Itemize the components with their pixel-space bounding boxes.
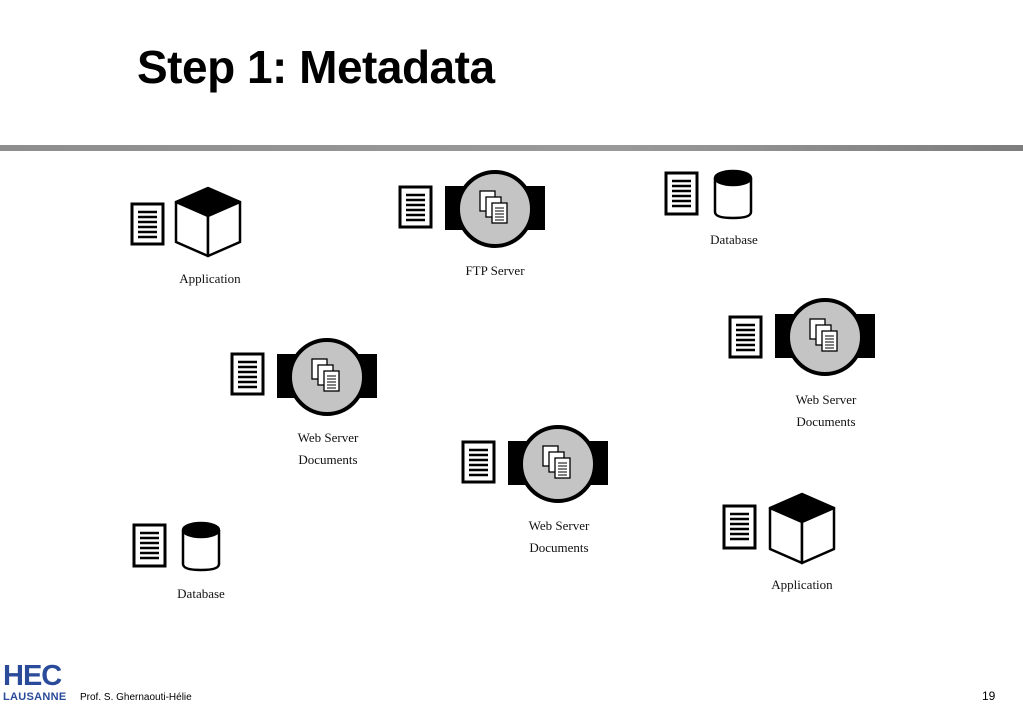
server-icon (775, 298, 875, 376)
label-application-1: Application (179, 271, 241, 286)
page-title: Step 1: Metadata (137, 41, 495, 93)
server-icon (277, 338, 377, 416)
label-web-server-3: Web Server Documents (528, 518, 590, 555)
document-icon (461, 440, 496, 484)
label-database-2: Database (177, 586, 225, 601)
cube-icon (174, 186, 242, 258)
cube-icon (768, 492, 836, 565)
node-application-1 (130, 186, 242, 258)
node-ftp-server (398, 170, 548, 250)
footer-author: Prof. S. Ghernaouti-Hélie (80, 692, 192, 703)
document-icon (664, 171, 699, 216)
title-divider (0, 145, 1023, 151)
node-database-2 (131, 520, 223, 572)
document-icon (132, 523, 167, 568)
label-web-server-1: Web Server Documents (297, 430, 359, 467)
node-database-1 (663, 168, 755, 220)
hec-lausanne-logo: HEC LAUSANNE (3, 662, 73, 706)
node-application-2 (722, 492, 837, 566)
label-application-2: Application (771, 577, 833, 592)
document-icon (728, 315, 763, 359)
label-ftp-server: FTP Server (465, 263, 525, 278)
logo-line-lausanne: LAUSANNE (3, 691, 67, 703)
node-web-server-1 (230, 338, 380, 418)
page-number: 19 (982, 689, 996, 703)
node-web-server-3 (461, 425, 611, 505)
cylinder-icon (181, 521, 221, 572)
server-icon (508, 425, 608, 503)
document-icon (130, 202, 165, 246)
document-icon (230, 352, 265, 396)
label-web-server-2: Web Server Documents (795, 392, 857, 429)
node-web-server-2 (728, 298, 878, 378)
cylinder-icon (713, 169, 753, 220)
logo-line-hec: HEC (3, 660, 62, 692)
document-icon (398, 185, 433, 229)
server-icon (445, 170, 545, 248)
label-database-1: Database (710, 232, 758, 247)
document-icon (722, 504, 757, 550)
